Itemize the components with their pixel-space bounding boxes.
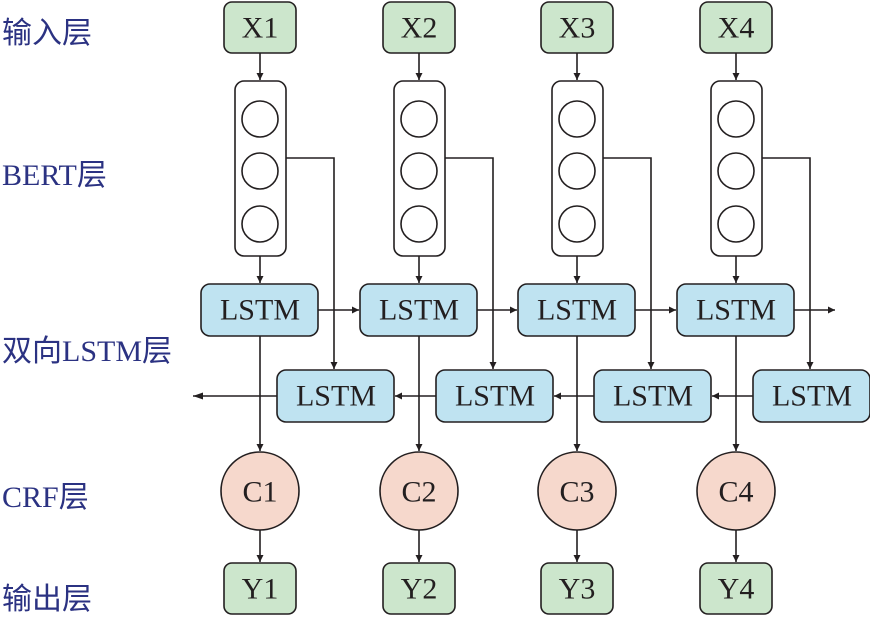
bert-unit-circle — [558, 205, 596, 243]
crf-node — [696, 451, 776, 531]
layer-label-output: 输出层 — [2, 583, 92, 616]
input-node — [540, 1, 614, 54]
arrow-bert-to-backward-lstm — [762, 157, 814, 369]
output-node — [223, 562, 297, 615]
output-node — [699, 562, 773, 615]
bert-unit-circle — [400, 205, 438, 243]
bert-unit-circle — [558, 100, 596, 138]
bert-unit-circle — [241, 205, 279, 243]
bert-unit-circle — [717, 152, 755, 190]
forward-lstm-label: LSTM — [379, 294, 459, 327]
layer-label-bilstm: 双向LSTM层 — [2, 335, 173, 368]
forward-lstm-node — [359, 283, 478, 337]
layer-label-bert: BERT层 — [2, 159, 107, 192]
input-label: X1 — [242, 12, 279, 45]
output-node — [382, 562, 456, 615]
crf-node — [220, 451, 300, 531]
input-node — [382, 1, 456, 54]
bert-unit-circle — [717, 205, 755, 243]
forward-lstm-label: LSTM — [220, 294, 300, 327]
output-node — [540, 562, 614, 615]
layer-label-input: 输入层 — [2, 17, 92, 50]
crf-node — [537, 451, 617, 531]
crf-node — [379, 451, 459, 531]
bert-unit-circle — [400, 100, 438, 138]
input-node — [699, 1, 773, 54]
backward-lstm-label: LSTM — [455, 380, 535, 413]
forward-lstm-node — [676, 283, 795, 337]
forward-lstm-node — [517, 283, 636, 337]
output-label: Y2 — [401, 573, 438, 606]
bert-unit-circle — [558, 152, 596, 190]
backward-lstm-label: LSTM — [613, 380, 693, 413]
output-label: Y3 — [559, 573, 596, 606]
bert-unit-circle — [241, 100, 279, 138]
input-node — [223, 1, 297, 54]
crf-label: C3 — [559, 476, 594, 509]
crf-label: C4 — [718, 476, 753, 509]
forward-lstm-node — [200, 283, 319, 337]
output-label: Y1 — [242, 573, 279, 606]
arrow-bert-to-backward-lstm — [445, 157, 497, 369]
input-label: X3 — [559, 12, 596, 45]
crf-label: C2 — [401, 476, 436, 509]
forward-lstm-label: LSTM — [537, 294, 617, 327]
backward-lstm-label: LSTM — [772, 380, 852, 413]
input-label: X2 — [401, 12, 438, 45]
arrow-bert-to-backward-lstm — [603, 157, 655, 369]
bert-unit-circle — [717, 100, 755, 138]
backward-lstm-node — [435, 369, 554, 423]
bert-unit-circle — [400, 152, 438, 190]
connectors — [193, 53, 835, 562]
backward-lstm-label: LSTM — [296, 380, 376, 413]
backward-lstm-node — [752, 369, 870, 423]
input-label: X4 — [718, 12, 755, 45]
backward-lstm-node — [276, 369, 395, 423]
backward-lstm-node — [593, 369, 712, 423]
arrow-bert-to-backward-lstm — [286, 157, 338, 369]
forward-lstm-label: LSTM — [696, 294, 776, 327]
bert-unit-circle — [241, 152, 279, 190]
crf-label: C1 — [242, 476, 277, 509]
output-label: Y4 — [718, 573, 755, 606]
layer-label-crf: CRF层 — [2, 481, 89, 514]
